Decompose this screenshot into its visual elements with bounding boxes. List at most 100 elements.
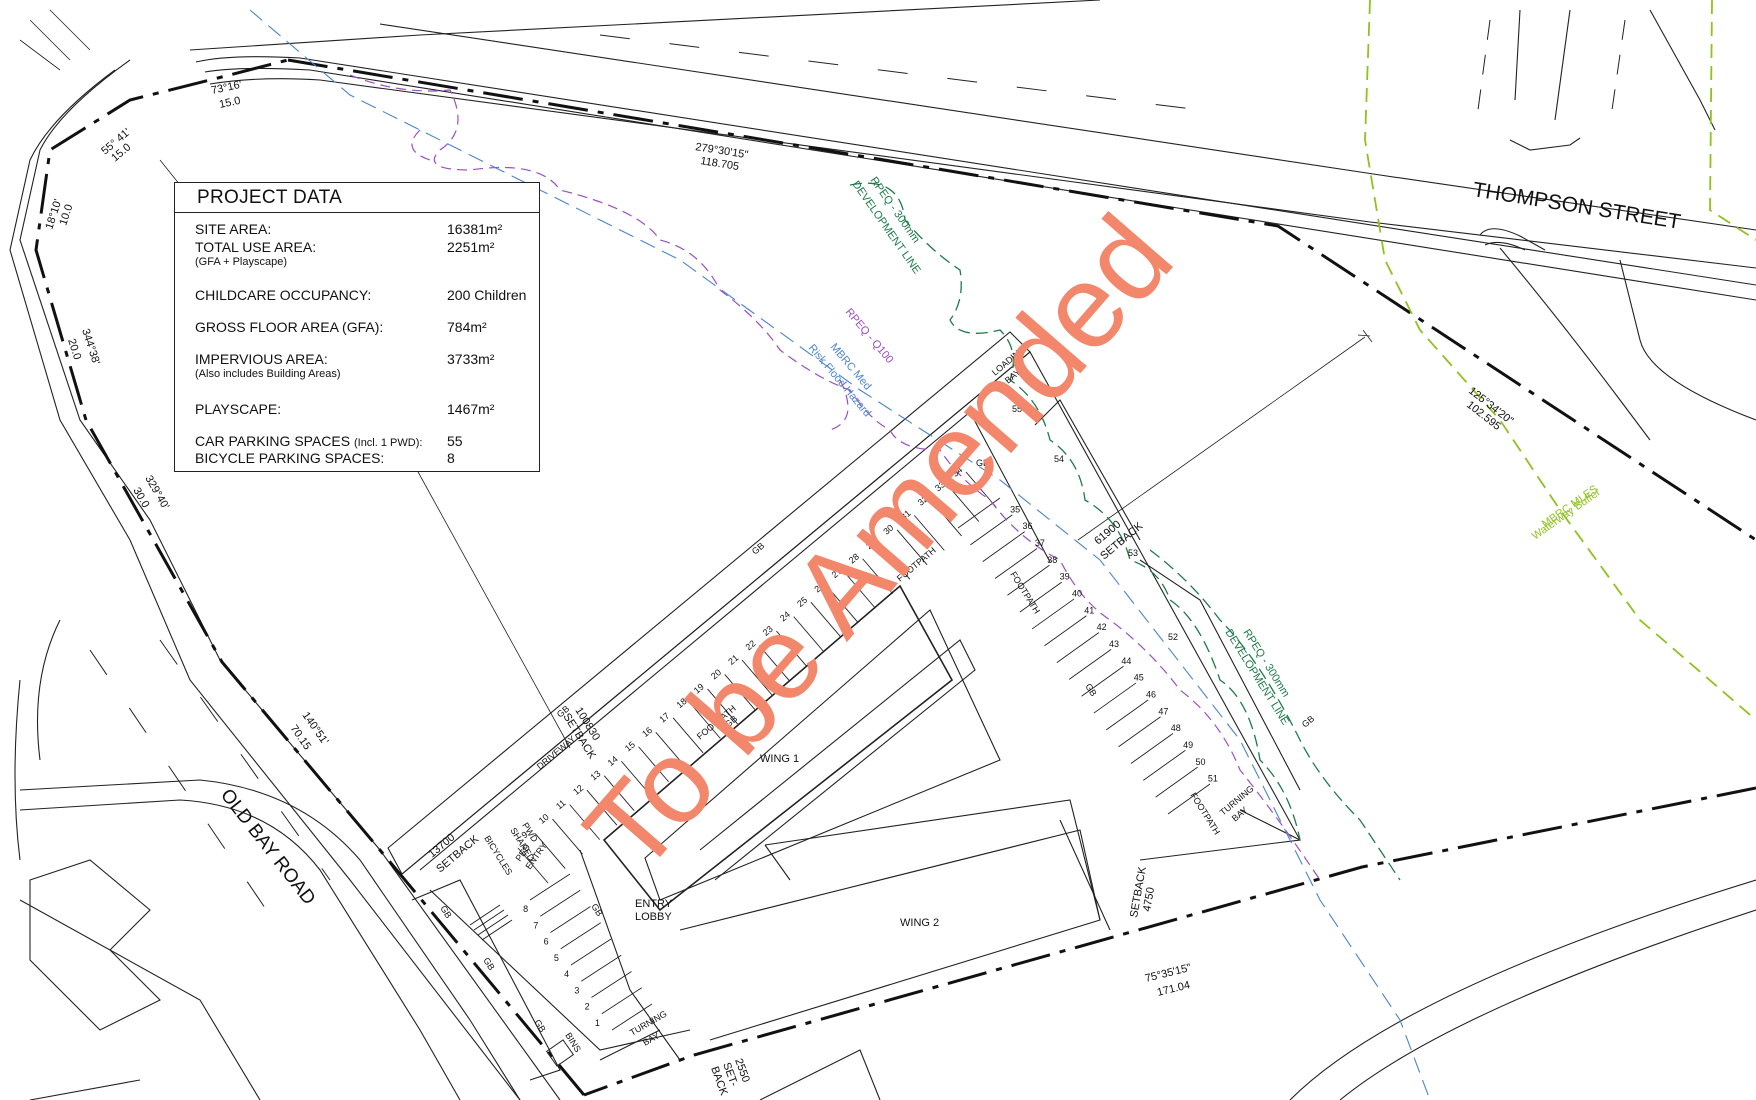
svg-text:Waterway Buffer: Waterway Buffer: [1530, 486, 1603, 542]
parking-number: 41: [1084, 605, 1094, 615]
parking-number: 38: [1047, 555, 1057, 565]
parking-bay-line: [1143, 749, 1186, 781]
svg-text:LOBBY: LOBBY: [635, 911, 672, 923]
svg-text:GB: GB: [750, 541, 766, 557]
parking-number: 40: [1072, 589, 1082, 599]
parking-bay-line: [1007, 564, 1050, 596]
old-bay-road-label: OLD BAY ROAD: [216, 785, 319, 909]
parking-bay-line: [1105, 699, 1149, 731]
parking-bay-line: [540, 889, 581, 917]
parking-number: 37: [1035, 538, 1045, 548]
parking-number: 16: [640, 725, 654, 739]
waterway-buffer-line-b: [1709, 0, 1756, 241]
parking-number: 53: [1128, 548, 1138, 558]
parking-number: 3: [574, 985, 579, 995]
flood-hazard-line: [249, 9, 1431, 1100]
site-boundary: [34, 58, 1756, 1097]
parking-number: 47: [1158, 706, 1168, 716]
svg-text:DRIVEWAY: DRIVEWAY: [535, 734, 577, 772]
parking-number: 35: [1010, 504, 1020, 514]
parking-bay-line: [689, 703, 721, 739]
svg-text:TURNING: TURNING: [628, 1009, 669, 1038]
parking-number: 32: [916, 494, 930, 508]
svg-text:344°38': 344°38': [79, 327, 102, 366]
parking-bay-line: [913, 515, 945, 551]
parking-bay-line: [758, 645, 790, 681]
parking-bay-line: [741, 659, 773, 696]
svg-text:GB: GB: [976, 458, 989, 468]
parking-number: 12: [571, 783, 585, 797]
parking-number: 30: [881, 523, 895, 537]
parking-bay-line: [1056, 632, 1100, 663]
svg-text:GB: GB: [1046, 388, 1059, 398]
parking-bay-line: [1155, 766, 1198, 798]
parking-number: 43: [1109, 639, 1119, 649]
svg-text:BINS: BINS: [563, 1031, 583, 1054]
parking-bay-line: [862, 558, 893, 595]
parking-bay-line: [1031, 598, 1075, 630]
parking-bay-line: [1130, 733, 1174, 764]
parking-number: 15: [623, 739, 637, 753]
dimension-lines: [159, 159, 1373, 749]
parking-number: 10: [537, 812, 551, 826]
svg-text:GB: GB: [532, 1018, 547, 1034]
parking-number: 48: [1171, 723, 1181, 733]
parking-bay-line: [931, 500, 962, 537]
parking-bay-line: [655, 732, 687, 768]
svg-text:15.0: 15.0: [218, 95, 241, 111]
parking-bays-row-a: [517, 471, 997, 884]
parking-bays-row-c: [529, 873, 653, 1031]
parking-bay-line: [1118, 716, 1161, 748]
parking-bay-line: [529, 873, 571, 901]
parking-number: 39: [1060, 572, 1070, 582]
development-line-2: [1149, 549, 1401, 881]
parking-number: 51: [1208, 774, 1218, 784]
svg-text:BICYCLES: BICYCLES: [482, 834, 514, 877]
parking-number: 1: [595, 1018, 600, 1028]
road-lines: [9, 0, 1756, 1100]
parking-number: 18: [675, 696, 689, 710]
wing-1-label: WING 1: [760, 753, 799, 765]
parking-bay-line: [810, 601, 842, 638]
parking-bay-line: [611, 1003, 653, 1031]
parking-number: 50: [1195, 757, 1205, 767]
parking-bay-line: [845, 572, 876, 609]
project-data-title: PROJECT DATA: [175, 183, 539, 213]
svg-text:FOOTPATH: FOOTPATH: [1188, 791, 1222, 837]
parking-number: 55: [1012, 404, 1022, 414]
parking-number: 23: [761, 624, 775, 638]
parking-number: 25: [795, 595, 809, 609]
parking-bay-line: [586, 789, 618, 826]
parking-bay-line: [776, 630, 807, 667]
svg-text:GB: GB: [1083, 682, 1098, 698]
parking-number: 8: [523, 904, 528, 914]
parking-number: 45: [1134, 673, 1144, 683]
parking-number: 21: [726, 653, 740, 667]
waterway-buffer-line: [1364, 0, 1756, 721]
parking-number: 52: [1168, 632, 1178, 642]
parking-bay-line: [621, 760, 652, 797]
bicycle-rack: [469, 904, 575, 1067]
road-dashes: [89, 19, 1626, 931]
carpark-outline: [387, 331, 1301, 1081]
parking-number: 44: [1121, 656, 1131, 666]
parking-number: 20: [709, 667, 723, 681]
parking-bay-line: [970, 514, 1013, 546]
parking-number: 2: [585, 1002, 590, 1012]
parking-bay-line: [638, 746, 669, 783]
parking-number: 13: [588, 768, 602, 782]
svg-text:4750: 4750: [1141, 886, 1157, 912]
parking-bay-line: [560, 922, 601, 950]
parking-number: 24: [778, 609, 792, 623]
wing-2-label: WING 2: [900, 917, 939, 929]
svg-text:171.04: 171.04: [1156, 979, 1192, 999]
parking-bay-line: [1068, 649, 1112, 680]
parking-bay-line: [1093, 682, 1137, 714]
svg-text:20.0: 20.0: [65, 337, 83, 361]
svg-text:BAY: BAY: [641, 1030, 661, 1047]
svg-text:GB: GB: [438, 904, 453, 920]
thompson-street-label: THOMPSON STREET: [1471, 178, 1682, 234]
svg-text:GB: GB: [481, 956, 496, 972]
q100-line: [349, 74, 1321, 881]
